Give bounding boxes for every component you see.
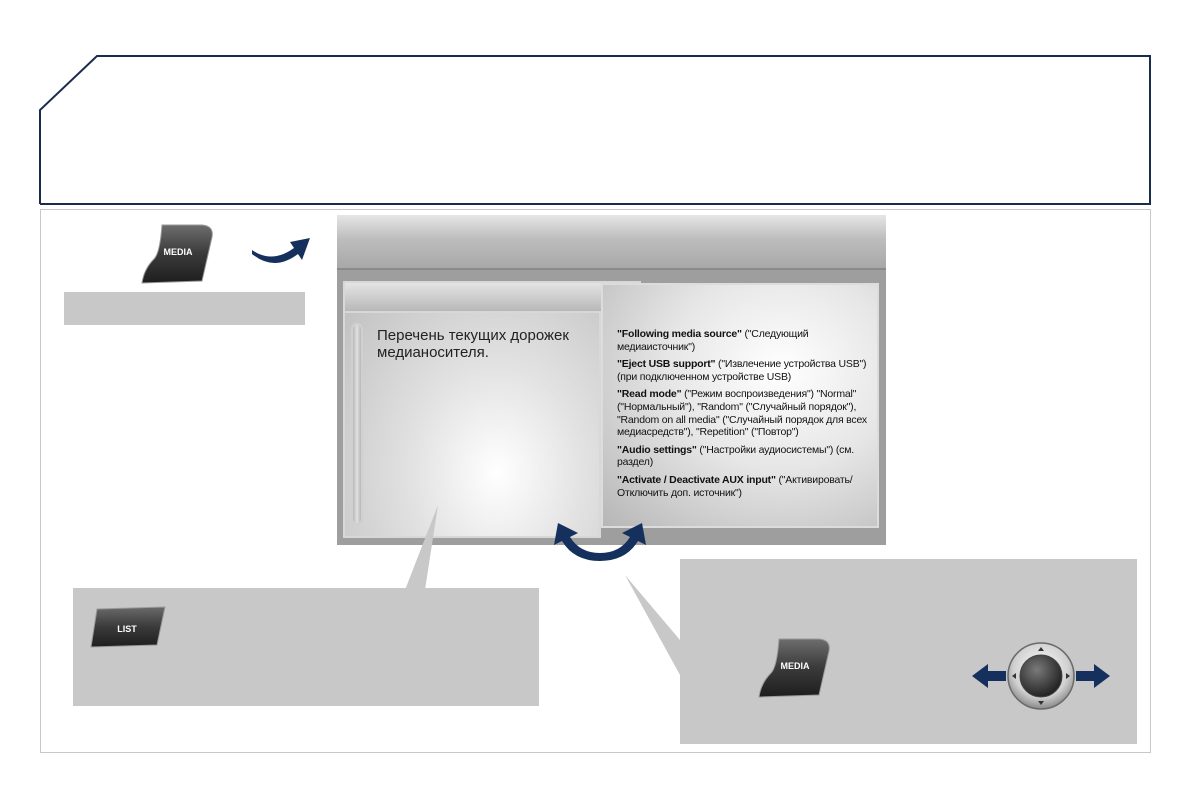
switch-panels-arrows-icon [554, 523, 646, 561]
joystick-icon[interactable] [968, 640, 1114, 712]
tracks-panel [343, 281, 601, 538]
grey-label-bar [64, 292, 305, 325]
media-button-label-bottom: MEDIA [781, 661, 811, 671]
menu-list: "Following media source" ("Следующий мед… [617, 328, 875, 504]
menu-item-eject-usb[interactable]: "Eject USB support" ("Извлечение устройс… [617, 358, 867, 383]
media-button-bottom[interactable]: MEDIA [757, 637, 831, 699]
tracks-panel-header [343, 281, 641, 313]
list-button-label: LIST [117, 624, 137, 634]
tracks-scrollbar[interactable] [351, 323, 363, 525]
media-button-label: MEDIA [164, 247, 194, 257]
main-frame [40, 209, 1151, 753]
screen-title-bar [337, 215, 886, 270]
curved-arrow-icon [252, 238, 310, 263]
list-button[interactable]: LIST [89, 605, 167, 649]
media-button-top[interactable]: MEDIA [140, 223, 214, 285]
menu-item-audio-settings[interactable]: "Audio settings" ("Настройки аудиосистем… [617, 443, 854, 469]
arrow-left-icon [972, 664, 1006, 688]
tracks-description: Перечень текущих дорожек медианосителя. [377, 327, 569, 361]
menu-item-read-mode[interactable]: "Read mode" ("Режим воспроизведения") "N… [617, 388, 867, 439]
menu-item-aux-input[interactable]: "Activate / Deactivate AUX input" ("Акти… [617, 473, 853, 499]
menu-panel [601, 283, 879, 528]
header-box [39, 55, 1151, 205]
menu-item-following-source[interactable]: "Following media source" ("Следующий мед… [617, 328, 809, 353]
arrow-right-icon [1076, 664, 1110, 688]
